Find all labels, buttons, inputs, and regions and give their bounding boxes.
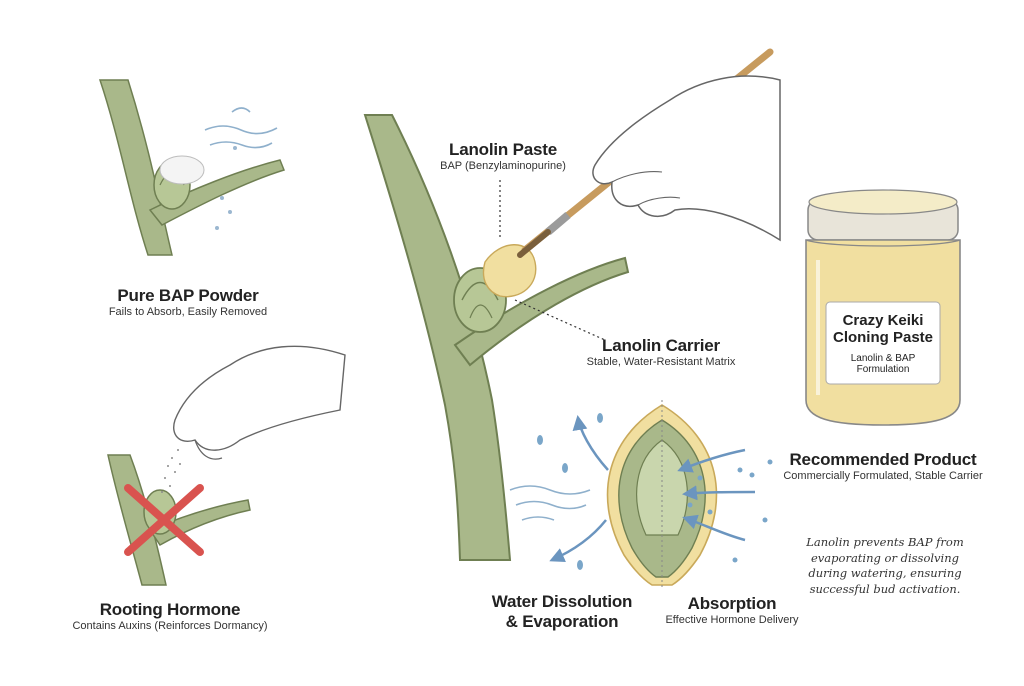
jar-brand-line2: Cloning Paste [832, 329, 933, 347]
lanolin-paste-title: Lanolin Paste [449, 140, 557, 159]
water-dissolution-title-line1: Water Dissolution [491, 592, 633, 611]
rooting-hormone-illustration [107, 345, 346, 586]
lanolin-carrier-title: Lanolin Carrier [602, 336, 720, 355]
jar-brand-line1: Crazy Keiki [842, 312, 924, 329]
jar-label: Crazy Keiki Cloning Paste Lanolin & BAP … [826, 312, 940, 375]
recommended-product-label: Recommended Product Commercially Formula… [778, 450, 988, 482]
water-dissolution-label: Water Dissolution & Evaporation [482, 592, 642, 631]
rooting-hormone-subtitle: Contains Auxins (Reinforces Dormancy) [72, 619, 268, 632]
recommended-product-title: Recommended Product [789, 450, 977, 469]
bud-cross-section [509, 400, 773, 590]
rooting-hormone-title: Rooting Hormone [99, 600, 241, 619]
lanolin-carrier-subtitle: Stable, Water-Resistant Matrix [586, 355, 736, 368]
absorption-title: Absorption [687, 594, 777, 613]
lanolin-carrier-label: Lanolin Carrier Stable, Water-Resistant … [566, 336, 756, 368]
note-line-3: during watering, ensuring [808, 566, 962, 581]
cross-mark-icon [124, 484, 204, 556]
water-dissolution-title-line2: & Evaporation [505, 611, 619, 631]
lanolin-paste-subtitle: BAP (Benzylaminopurine) [440, 159, 566, 172]
lanolin-paste-illustration [363, 48, 781, 561]
note-line-1: Lanolin prevents BAP from [806, 535, 964, 549]
pure-bap-subtitle: Fails to Absorb, Easily Removed [108, 305, 268, 318]
pure-bap-title: Pure BAP Powder [117, 286, 259, 305]
absorption-label: Absorption Effective Hormone Delivery [652, 594, 812, 626]
note-line-4: successful bud activation. [809, 581, 961, 596]
pure-bap-illustration [98, 79, 285, 256]
recommended-product-subtitle: Commercially Formulated, Stable Carrier [783, 469, 983, 482]
lanolin-paste-label: Lanolin Paste BAP (Benzylaminopurine) [428, 140, 578, 172]
paste-jar [805, 189, 961, 426]
note-line-2: evaporating or dissolving [811, 550, 959, 565]
pure-bap-label: Pure BAP Powder Fails to Absorb, Easily … [98, 286, 278, 318]
absorption-subtitle: Effective Hormone Delivery [665, 613, 799, 626]
jar-formulation: Lanolin & BAP Formulation [850, 352, 916, 375]
handwritten-note: Lanolin prevents BAP from evaporating or… [790, 535, 980, 597]
rooting-hormone-label: Rooting Hormone Contains Auxins (Reinfor… [55, 600, 285, 632]
